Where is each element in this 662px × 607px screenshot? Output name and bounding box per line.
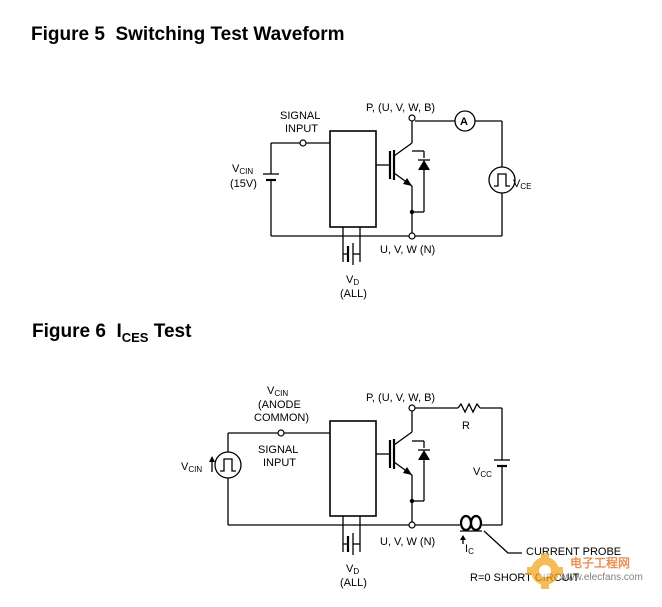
f6-common-label: COMMON) [254,412,309,424]
figure6-number: Figure 6 [32,321,106,342]
f6-vd-label: VD [346,563,359,576]
f5-driver-module [329,130,377,228]
figure6-title-sub: CES [121,330,149,345]
f5-signal-input-label-2: INPUT [285,123,318,135]
f6-p-terminal-label: P, (U, V, W, B) [366,392,435,404]
watermark-site: www.elecfans.com [559,572,643,583]
f6-vcin-pulse-source [214,451,242,479]
f5-p-terminal [408,114,416,122]
f6-vd-supply [342,516,361,555]
watermark-cn: 电子工程网 [570,555,630,570]
figure6-diagram: VCIN (ANODE COMMON) SIGNAL INPUT VCIN P,… [181,385,621,589]
f6-resistor-label: R [462,420,470,432]
f6-n-terminal [408,521,416,529]
f6-driver-module [329,420,377,517]
f5-vd-label: VD [346,274,359,287]
f6-resistor [457,402,481,414]
f5-n-terminal-label: U, V, W (N) [380,244,435,256]
figure5-number: Figure 5 [31,24,105,45]
figure5-title: Figure 5 Switching Test Waveform [31,24,345,46]
f5-signal-input-label: SIGNAL [280,110,320,122]
f6-vd-all-label: (ALL) [340,577,367,589]
watermark: 电子工程网 www.elecfans.com [527,553,643,589]
figure6-title-text: Test [153,321,192,342]
gear-logo-icon [527,553,563,589]
f5-freewheel-diode [409,150,430,215]
f5-vce-label: VCE [513,178,531,191]
f5-ammeter-label: A [460,116,468,128]
f5-signal-terminal [299,139,307,147]
f5-igbt-symbol [388,121,413,233]
figure6-title-i: I [116,321,122,342]
f5-vce-scope [488,166,516,194]
f5-n-terminal [408,232,416,240]
f5-vd-supply [342,227,361,265]
f6-vcin-top-label: VCIN [267,385,288,398]
f6-anode-label: (ANODE [258,399,301,411]
f6-signal-terminal [277,429,285,437]
f6-igbt-symbol [388,411,413,522]
f6-signal-input-label-2: INPUT [263,457,296,469]
figure5-title-text: Switching Test Waveform [115,24,345,45]
f6-p-terminal [408,404,416,412]
f6-vcin-left-label: VCIN [181,461,202,474]
f6-freewheel-diode [409,440,430,504]
f6-ic-label: IC [465,543,474,556]
f6-current-probe [459,514,522,554]
f6-n-terminal-label: U, V, W (N) [380,536,435,548]
f5-vd-all-label: (ALL) [340,288,367,300]
f5-vcin-label: VCIN [232,163,253,176]
figure5-diagram: SIGNAL INPUT VCIN (15V) P, (U, V, W, B) … [230,102,531,300]
f6-vcc-label: VCC [473,466,492,479]
f5-p-terminal-label: P, (U, V, W, B) [366,102,435,114]
f5-vcin-value: (15V) [230,178,257,190]
figure6-title: Figure 6 ICES Test [32,321,192,345]
f6-signal-input-label: SIGNAL [258,444,298,456]
f6-current-probe-label: CURRENT PROBE [526,546,621,558]
